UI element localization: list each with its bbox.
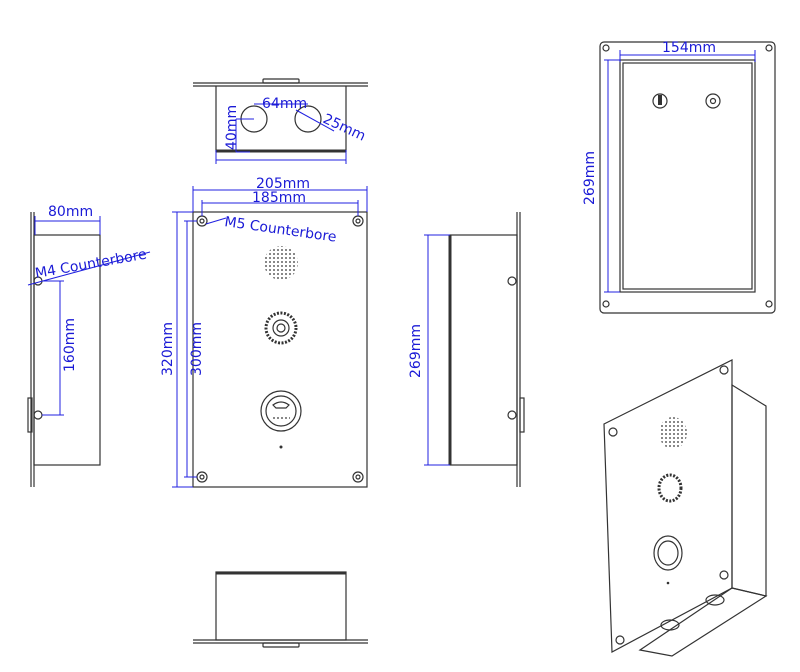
dim-hole-width: 185mm [252,190,306,206]
left-side-view: 80mm M4 Counterbore 160mm [27,204,151,487]
m5-counterbore-label: M5 Counterbore [223,214,337,246]
front-view: 205mm 185mm M5 Counterbore 320mm 300mm [160,176,368,488]
camera-button-icon [264,311,298,345]
dim-outer-width: 205mm [256,176,310,192]
dim-depth: 80mm [48,204,93,220]
mounting-screw-icons [196,215,364,483]
top-view: 64mm 25mm 40mm [193,78,368,164]
back-view: 154mm 269mm [582,40,776,314]
call-button-icon [260,390,302,432]
m4-counterbore-label: M4 Counterbore [34,247,148,282]
isometric-view [603,359,768,657]
dim-hole-spacing: 160mm [62,318,78,372]
dim-height: 269mm [408,324,424,378]
bottom-view [193,571,368,648]
dim-hole-diameter: 25mm [320,111,368,145]
dim-height: 269mm [582,151,598,205]
dim-hole-height: 40mm [224,105,240,150]
dim-width: 154mm [662,40,716,56]
iso-speaker-icon [659,417,687,449]
dim-hole-spacing: 64mm [262,96,307,112]
microphone-icon [279,445,283,449]
right-side-view: 269mm [408,212,525,487]
iso-camera-icon [657,473,683,503]
hole-right-icon [294,105,322,133]
dim-hole-height: 300mm [189,322,205,376]
dim-outer-height: 320mm [160,322,176,376]
iso-call-button-icon [653,535,683,571]
speaker-grille-icon [264,246,298,280]
